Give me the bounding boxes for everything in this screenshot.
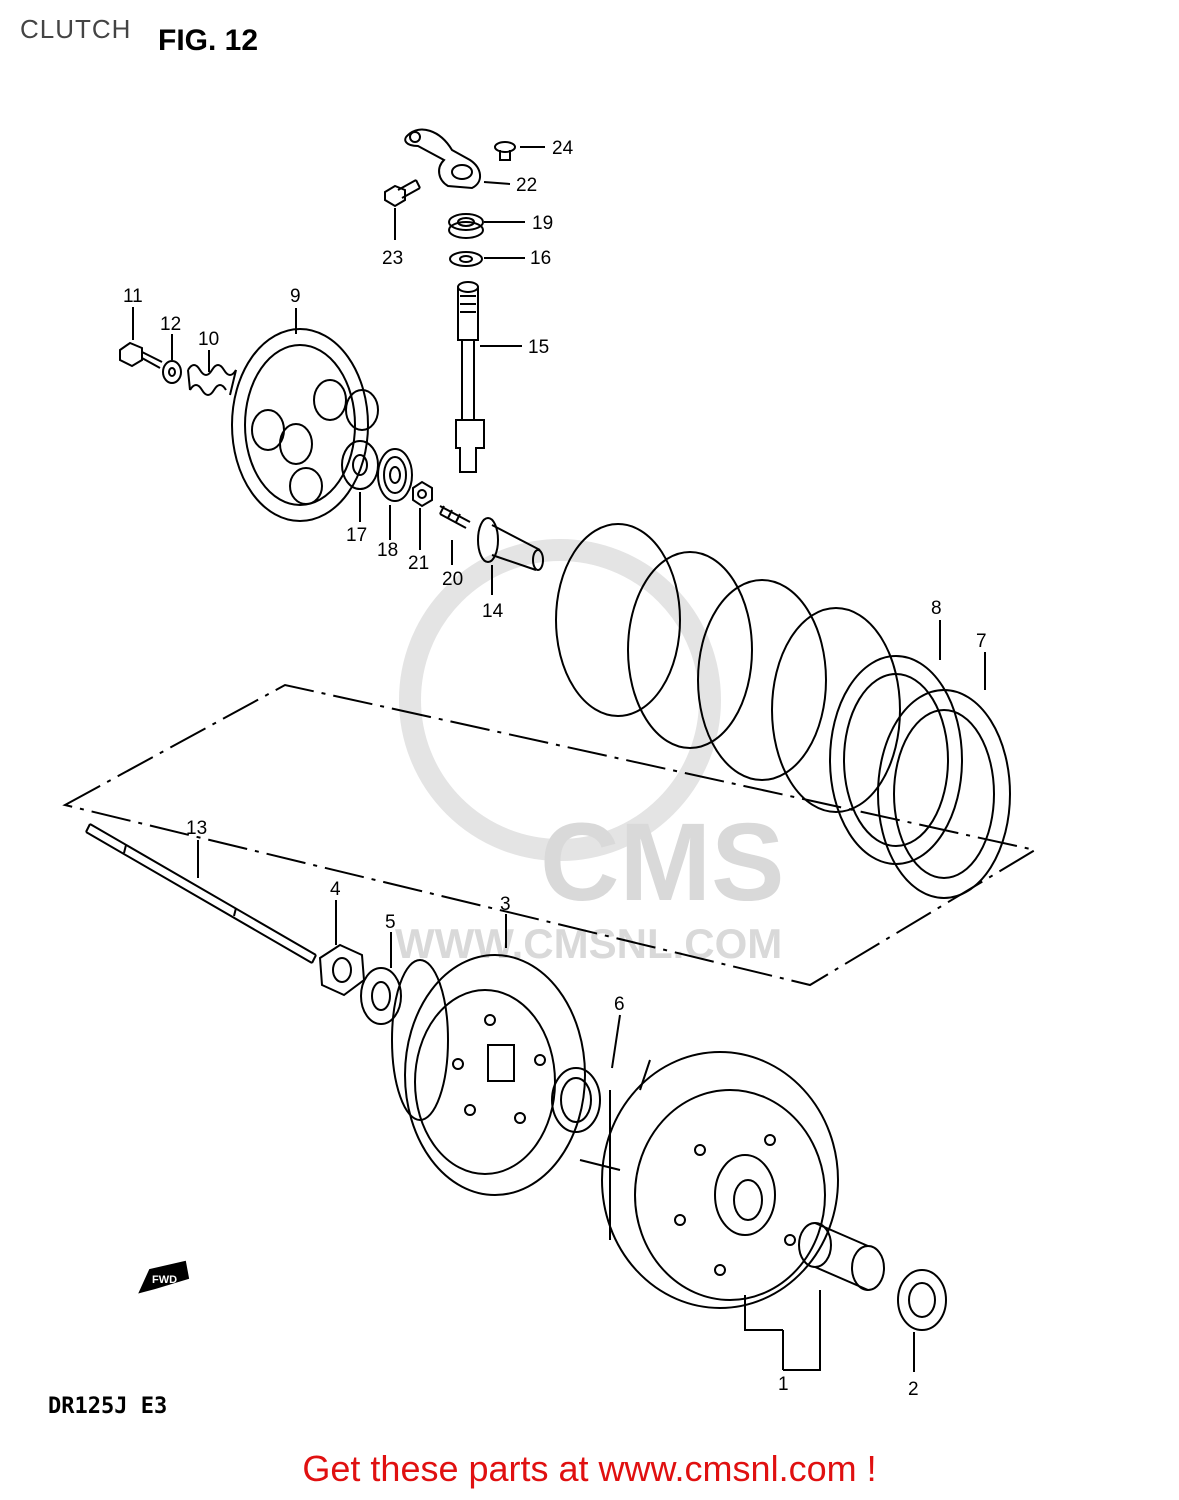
bolt-11	[119, 341, 163, 369]
adjuster-screw-20	[439, 505, 471, 529]
promo-link[interactable]: Get these parts at www.cmsnl.com !	[302, 1448, 877, 1489]
pressure-plate-9	[231, 328, 379, 522]
callout-6: 6	[614, 994, 625, 1015]
callout-15: 15	[528, 337, 549, 358]
watermark: CMS WWW.CMSNL.COM	[395, 539, 784, 967]
nut-4	[318, 943, 366, 997]
clutch-housing-1	[579, 1051, 839, 1309]
nut-21	[412, 480, 433, 508]
oil-seal-19	[448, 213, 484, 239]
callout-10: 10	[198, 329, 219, 350]
callout-2: 2	[908, 1379, 919, 1400]
callout-20: 20	[442, 569, 463, 590]
bolt-23	[384, 179, 421, 208]
watermark-url: WWW.CMSNL.COM	[395, 920, 782, 967]
watermark-logo-ring	[399, 539, 721, 861]
figure-label: FIG. 12	[158, 24, 259, 57]
callout-1: 1	[778, 1374, 789, 1395]
forward-arrow-label: FWD	[152, 1274, 177, 1286]
push-rod-13	[85, 823, 317, 964]
callout-5: 5	[385, 912, 396, 933]
washer-17	[341, 440, 379, 490]
leader-lines	[132, 146, 986, 1372]
callout-16: 16	[530, 248, 551, 269]
drive-plate-7	[877, 689, 1011, 899]
callout-8: 8	[931, 598, 942, 619]
callout-19: 19	[532, 213, 553, 234]
callout-23: 23	[382, 248, 403, 269]
spring-10	[187, 364, 237, 396]
callout-3: 3	[500, 894, 511, 915]
callout-17: 17	[346, 525, 367, 546]
callout-12: 12	[160, 314, 181, 335]
callout-7: 7	[976, 631, 987, 652]
clutch-hub-3	[391, 954, 586, 1196]
model-code: DR125J E3	[48, 1394, 168, 1419]
push-piece-14	[477, 517, 544, 571]
washer-16	[449, 251, 483, 267]
callout-11: 11	[123, 286, 143, 307]
spacer-bushing	[798, 1222, 885, 1291]
bearing-18	[377, 448, 413, 502]
washer-5	[360, 967, 402, 1025]
friction-plate-8	[829, 655, 963, 865]
washer-2	[897, 1269, 947, 1331]
callout-13: 13	[186, 818, 207, 839]
callout-24: 24	[552, 138, 574, 159]
thrust-washer-6	[551, 1067, 601, 1133]
assembly-boundary	[62, 683, 1038, 987]
callout-14: 14	[482, 601, 504, 622]
callout-22: 22	[516, 175, 537, 196]
section-title: CLUTCH	[20, 14, 132, 44]
release-shaft-15	[455, 281, 485, 473]
release-arm	[404, 128, 481, 190]
callout-21: 21	[408, 553, 429, 574]
callout-labels: 24 22 19 23 16 11 9 12 10 15 17 18 21 20…	[123, 138, 987, 1400]
callout-9: 9	[290, 286, 301, 307]
clutch-plate-stack	[555, 523, 901, 813]
watermark-logo-text: CMS	[540, 801, 784, 924]
callout-4: 4	[330, 879, 341, 900]
washer-12	[162, 360, 182, 384]
forward-arrow	[138, 1260, 190, 1294]
screw-24	[494, 141, 516, 161]
callout-18: 18	[377, 540, 398, 561]
